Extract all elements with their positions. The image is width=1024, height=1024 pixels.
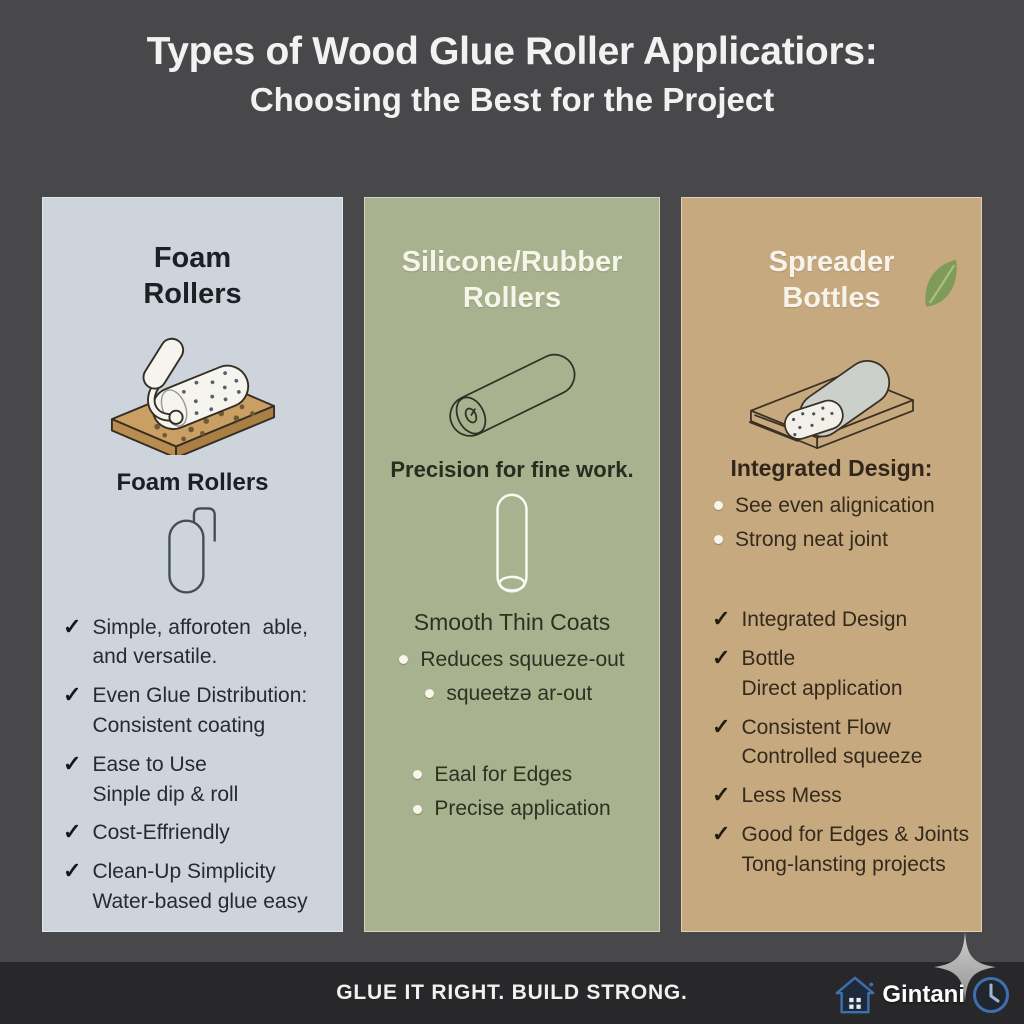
checklist-item: ✓ Good for Edges & Joints Tong-lansting … xyxy=(712,820,977,880)
checklist-item-sub: and versatile. xyxy=(92,645,218,669)
spreader-bullets: See even alignication Strong neat joint xyxy=(682,492,981,554)
checklist-item-sub: Direct application xyxy=(741,676,903,700)
checklist-item: ✓ Less Mess xyxy=(712,781,977,811)
check-icon: ✓ xyxy=(63,858,82,884)
checklist-item-title: Simple, afforoten able, xyxy=(92,615,309,639)
spreader-checklist: ✓ Integrated Design ✓ Bottle Direct appl… xyxy=(682,605,981,880)
silicone-bullets-bottom: Eaal for Edges Precise application xyxy=(413,761,611,823)
checklist-item: ✓ Ease to Use Sinple dip & roll xyxy=(63,750,336,810)
checklist-item: ✓ Even Glue Distribution: Consistent coa… xyxy=(63,681,336,741)
panel-foam-rollers: Foam Rollers Foam Roller xyxy=(42,197,343,932)
checklist-item-sub: Water-based glue easy xyxy=(92,890,308,913)
silicone-title-line2: Rollers xyxy=(462,282,562,315)
foam-checklist: ✓ Simple, afforoten able, and versatile.… xyxy=(43,613,342,917)
checklist-item-title: Cost-Effriendly xyxy=(92,821,230,845)
white-cylinder-icon xyxy=(496,493,528,593)
bullet-item: Strong neat joint xyxy=(714,526,981,553)
checklist-item-title: Integrated Design xyxy=(741,608,908,632)
checklist-item-title: Bottle xyxy=(741,646,796,670)
bullet-dot-icon xyxy=(425,688,435,698)
checklist-item: ✓ Integrated Design xyxy=(712,605,977,635)
silicone-bullets-top: Reduces squueze-out squeeŧzə ar-out xyxy=(399,646,625,708)
brand-name: Gintani xyxy=(882,981,965,1008)
check-icon: ✓ xyxy=(712,713,731,739)
check-icon: ✓ xyxy=(63,819,82,845)
checklist-item-sub: Tong-lansting projects xyxy=(741,852,946,876)
silicone-panel-title: Silicone/Rubber Rollers xyxy=(402,244,623,317)
bullet-label: Reduces squueze-out xyxy=(420,647,625,671)
bullet-label: squeeŧzə ar-out xyxy=(446,681,593,705)
bullet-item: See even alignication xyxy=(714,492,981,519)
silicone-title-line1: Silicone/Rubber xyxy=(401,246,623,278)
checklist-item-title: Less Mess xyxy=(741,784,842,808)
spreader-panel-title: Spreader Bottles xyxy=(769,244,895,317)
foam-subtitle: Foam Rollers xyxy=(116,468,269,496)
bullet-item: Precise application xyxy=(413,795,611,822)
panel-spreader-bottles: Spreader Bottles Integrated Design: See … xyxy=(681,197,982,932)
clock-icon xyxy=(973,977,1009,1013)
bullet-dot-icon xyxy=(413,804,423,814)
page-title: Types of Wood Glue Roller Applicatiors: … xyxy=(0,30,1024,119)
bullet-dot-icon xyxy=(714,534,723,544)
checklist-item-title: Ease to Use xyxy=(92,752,207,776)
bullet-item: Eaal for Edges xyxy=(413,761,610,788)
silicone-tagline: Precision for fine work. xyxy=(390,456,634,482)
checklist-item: ✓ Simple, afforoten able, and versatile. xyxy=(63,613,336,673)
spreader-mid-heading: Integrated Design: xyxy=(730,454,933,481)
bullet-item: Reduces squueze-out xyxy=(399,646,625,673)
checklist-item-title: Good for Edges & Joints xyxy=(741,822,970,846)
page-title-line1: Types of Wood Glue Roller Applicatiors: xyxy=(146,30,878,73)
bullet-dot-icon xyxy=(714,500,723,510)
house-icon xyxy=(835,976,875,1014)
foam-roller-outline-icon xyxy=(167,506,216,594)
check-icon: ✓ xyxy=(712,820,731,846)
panel-silicone-rubber-rollers: Silicone/Rubber Rollers Precision for fi… xyxy=(364,197,660,932)
bullet-item: squeeŧzə ar-out xyxy=(425,680,624,707)
bullet-dot-icon xyxy=(399,654,409,664)
bullet-label: See even alignication xyxy=(735,493,935,517)
spreader-title-line2: Bottles xyxy=(782,282,881,315)
sparkle-star-icon xyxy=(934,931,996,1003)
checklist-item-sub: Sinple dip & roll xyxy=(92,782,239,806)
checklist-item-sub: Controlled squeeze xyxy=(741,745,923,769)
checklist-item-sub: Consistent coating xyxy=(92,713,266,737)
check-icon: ✓ xyxy=(712,606,731,632)
bullet-label: Precise application xyxy=(434,797,611,821)
checklist-item: ✓ Consistent Flow Controlled squeeze xyxy=(712,713,977,773)
silicone-mid-heading: Smooth Thin Coats xyxy=(413,608,611,635)
bullet-label: Strong neat joint xyxy=(735,527,888,551)
spreader-bottle-on-plank-illustration xyxy=(748,359,914,449)
foam-title-line1: Foam xyxy=(153,242,232,274)
check-icon: ✓ xyxy=(63,750,82,776)
checklist-item: ✓ Clean-Up Simplicity Water-based glue e… xyxy=(63,857,336,917)
checklist-item: ✓ Bottle Direct application xyxy=(712,644,977,704)
page-title-line2: Choosing the Best for the Project xyxy=(249,81,775,118)
leaf-icon xyxy=(925,259,957,307)
foam-panel-title: Foam Rollers xyxy=(143,240,241,313)
foam-title-line2: Rollers xyxy=(143,278,242,311)
bullet-dot-icon xyxy=(413,770,423,780)
spreader-title-line1: Spreader xyxy=(768,246,895,278)
foam-roller-on-plank-illustration xyxy=(110,337,275,455)
brand-logo: Gintani xyxy=(833,973,1012,1017)
checklist-item-title: Clean-Up Simplicity xyxy=(92,860,276,884)
check-icon: ✓ xyxy=(63,682,82,708)
check-icon: ✓ xyxy=(712,782,731,808)
checklist-item-title: Consistent Flow xyxy=(741,715,891,739)
checklist-item: ✓ Cost-Effriendly xyxy=(63,818,336,848)
checklist-item-title: Even Glue Distribution: xyxy=(92,684,308,708)
silicone-roller-cylinder-illustration xyxy=(449,353,576,437)
bullet-label: Eaal for Edges xyxy=(434,763,573,787)
footer-tagline: GLUE IT RIGHT. BUILD STRONG. xyxy=(336,981,688,1004)
check-icon: ✓ xyxy=(712,644,731,670)
check-icon: ✓ xyxy=(63,613,82,639)
